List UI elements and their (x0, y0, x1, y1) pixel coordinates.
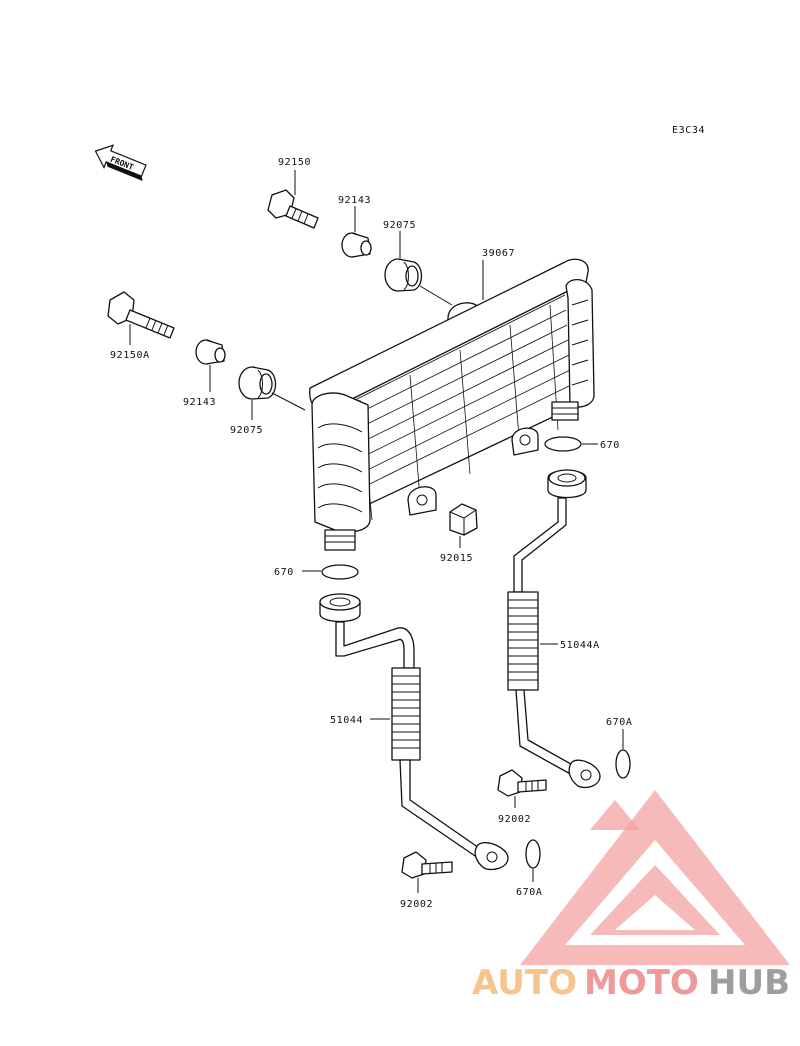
o-ring-670-left (321, 564, 359, 580)
o-ring-670-right (544, 436, 582, 452)
o-ring-670a-bottom (525, 839, 541, 869)
front-arrow-icon: FRONT (94, 144, 147, 182)
bolt-92150a (107, 291, 175, 339)
oil-hose-51044a (507, 469, 601, 789)
watermark-hub: HUB (708, 963, 790, 1003)
grommet-92075-left (238, 366, 277, 400)
label-670a-bottom: 670A (516, 887, 542, 898)
label-92143-top: 92143 (338, 195, 371, 206)
bolt-92002-right (497, 769, 547, 797)
cap-nut-92015 (449, 503, 478, 536)
label-92150: 92150 (278, 157, 311, 168)
label-92015: 92015 (440, 553, 473, 564)
collar-92143-top (341, 232, 372, 258)
label-92075-left: 92075 (230, 425, 263, 436)
watermark-auto: AUTO (472, 963, 577, 1003)
diagram-code: E3C34 (672, 125, 705, 136)
label-670-right: 670 (600, 440, 620, 451)
label-92002-right: 92002 (498, 814, 531, 825)
label-670-left: 670 (274, 567, 294, 578)
label-39067: 39067 (482, 248, 515, 259)
grommet-92075-top (384, 258, 423, 292)
label-92002-bottom: 92002 (400, 899, 433, 910)
bolt-92150 (267, 189, 319, 229)
oil-hose-51044 (319, 593, 509, 871)
watermark-moto: MOTO (584, 963, 699, 1003)
label-92150a: 92150A (110, 350, 150, 361)
watermark-text: AUTO MOTO HUB (472, 963, 790, 1003)
label-51044: 51044 (330, 715, 363, 726)
label-51044a: 51044A (560, 640, 600, 651)
collar-92143-left (195, 339, 226, 365)
label-92143-left: 92143 (183, 397, 216, 408)
o-ring-670a-right (615, 749, 631, 779)
oil-cooler-39067 (309, 258, 595, 551)
bolt-92002-bottom (401, 851, 453, 879)
watermark-logo (520, 790, 790, 965)
label-92075-top: 92075 (383, 220, 416, 231)
label-670a-right: 670A (606, 717, 632, 728)
